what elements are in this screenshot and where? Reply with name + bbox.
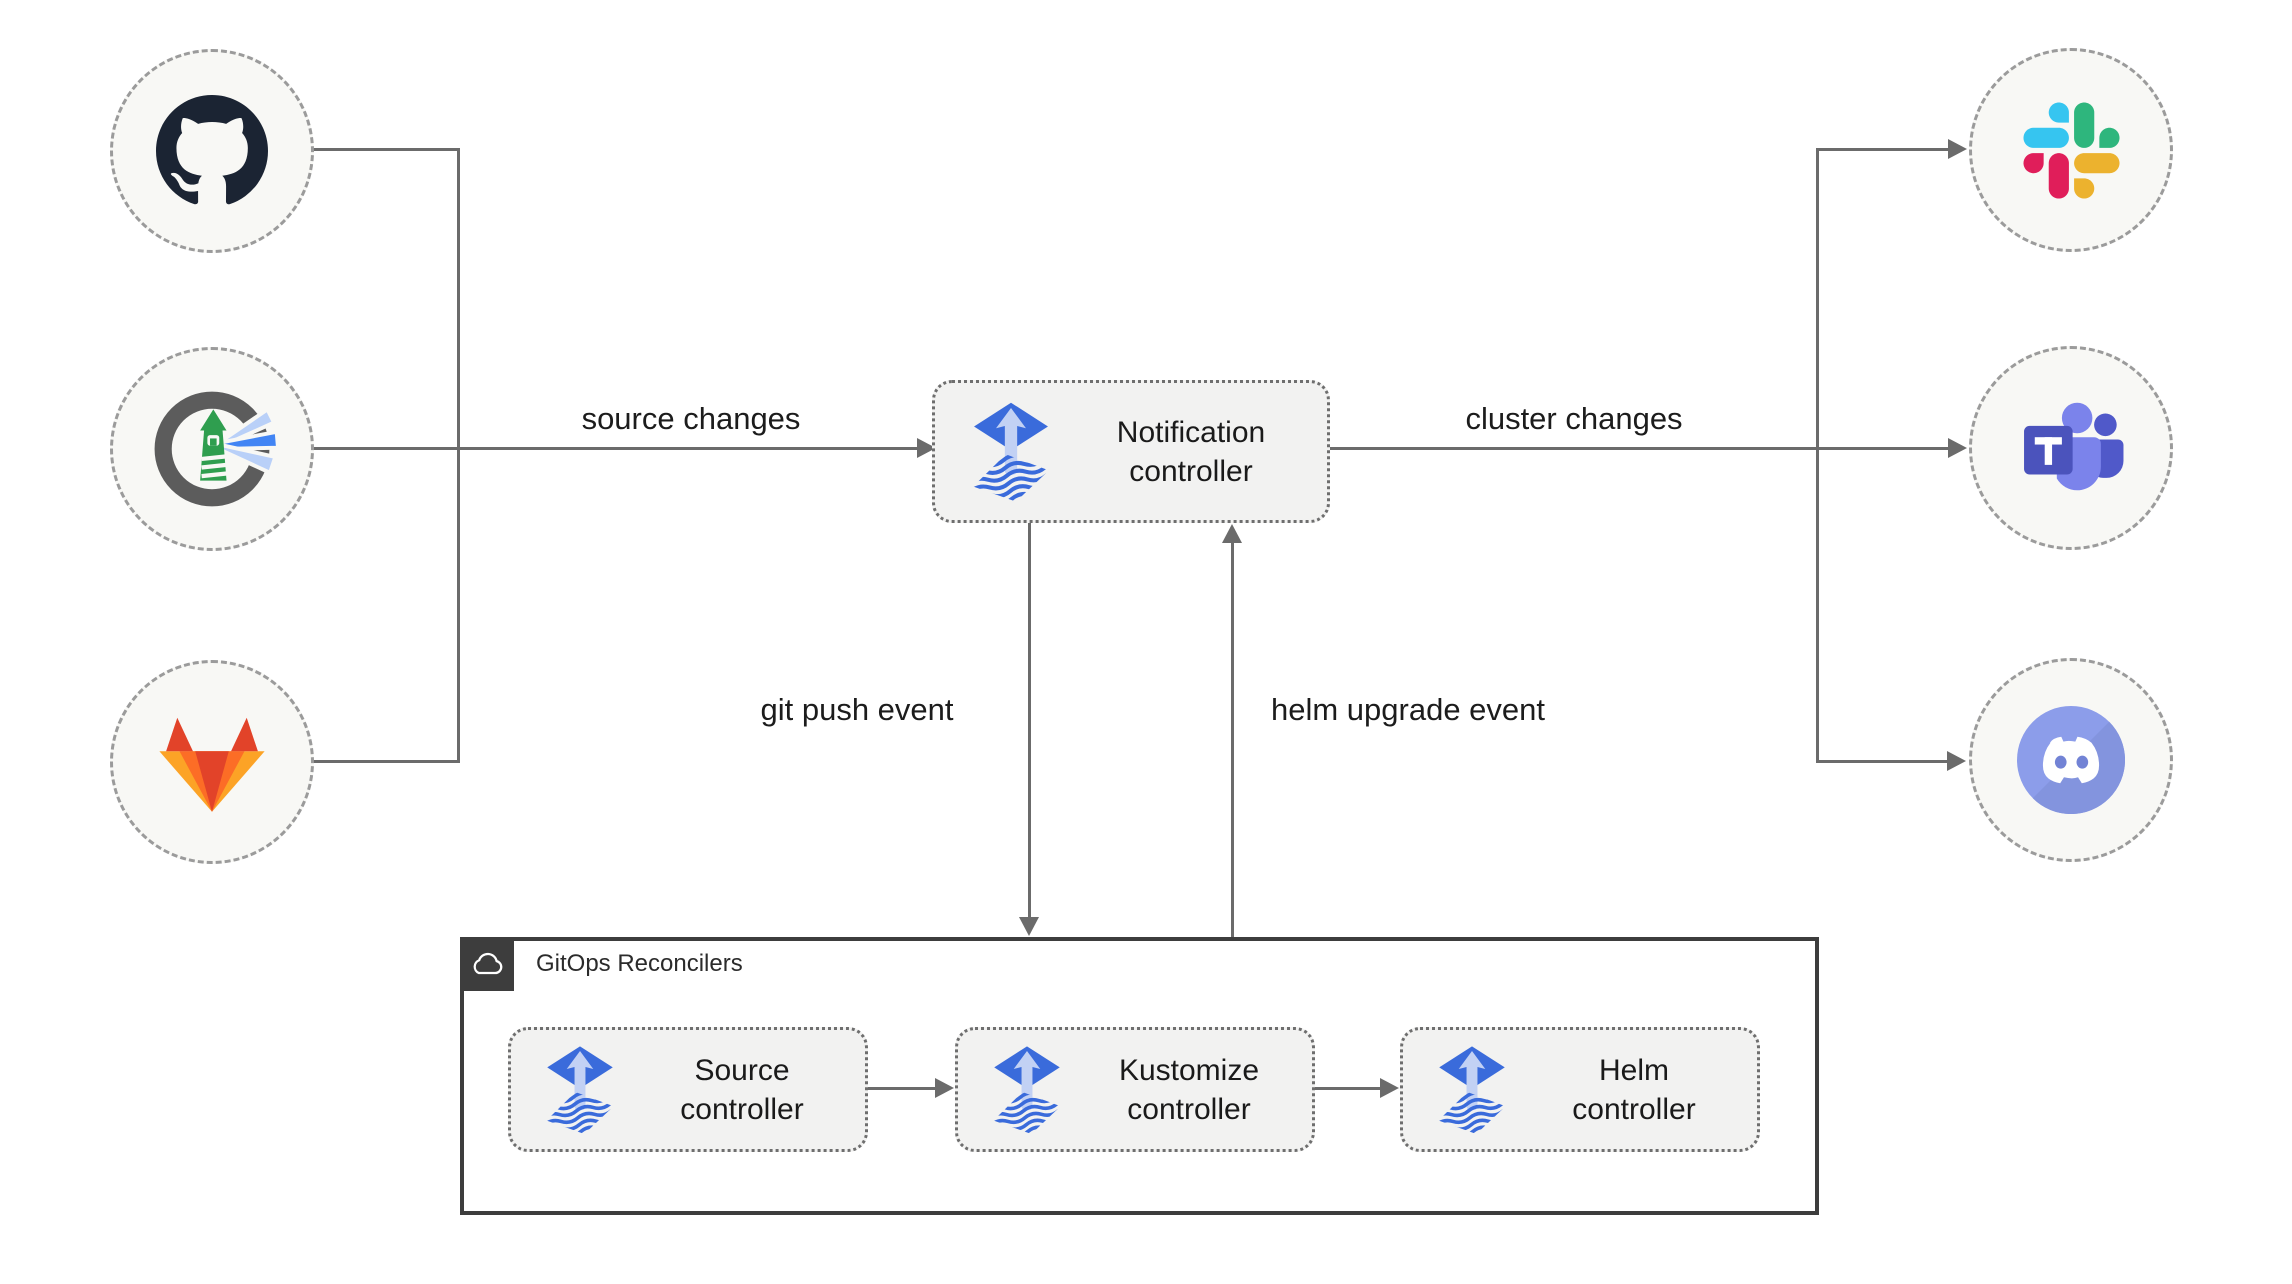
arrowhead-into-discord: [1947, 751, 1966, 771]
connector-kustomize-to-helm: [1315, 1087, 1382, 1090]
arrowhead-into-kustomize: [935, 1078, 954, 1098]
connector-git-push-down: [1028, 523, 1031, 919]
edge-label-helm-upgrade-event: helm upgrade event: [1270, 692, 1546, 727]
source-node-harbor: [110, 347, 314, 551]
connector-notification-to-trunk: [1329, 447, 1818, 450]
node-label: Helm controller: [1511, 1051, 1757, 1129]
arrowhead-into-notification-left: [917, 438, 936, 458]
node-label-line2: controller: [1129, 454, 1253, 488]
node-label-line2: controller: [680, 1092, 804, 1126]
target-node-teams: [1969, 346, 2173, 550]
github-icon: [156, 95, 268, 207]
node-label: Source controller: [619, 1051, 865, 1129]
connector-helm-upgrade-up: [1231, 543, 1234, 937]
node-label: Kustomize controller: [1066, 1051, 1312, 1129]
node-label-line2: controller: [1127, 1092, 1251, 1126]
teams-icon: [2015, 392, 2128, 505]
flux-icon: [967, 393, 1055, 511]
source-node-github: [110, 49, 314, 253]
node-label: Notification controller: [1055, 413, 1327, 491]
node-kustomize-controller: Kustomize controller: [955, 1027, 1315, 1152]
node-label-line2: controller: [1572, 1092, 1696, 1126]
node-label-line1: Helm: [1598, 1053, 1669, 1087]
flux-icon: [1433, 1038, 1511, 1142]
edge-label-cluster-changes: cluster changes: [1465, 401, 1683, 436]
node-notification-controller: Notification controller: [932, 380, 1330, 523]
connector-source-to-kustomize: [868, 1087, 937, 1090]
container-badge: [460, 937, 514, 991]
arrowhead-into-gitops-box: [1019, 917, 1039, 936]
node-source-controller: Source controller: [508, 1027, 868, 1152]
discord-icon: [2017, 706, 2125, 814]
connector-gitlab-to-trunk: [313, 760, 459, 763]
connector-left-trunk: [457, 148, 460, 763]
slack-icon: [2023, 102, 2120, 199]
connector-sources-to-notification: [314, 447, 919, 450]
node-label-line1: Kustomize: [1118, 1053, 1260, 1087]
node-label-line1: Notification: [1116, 415, 1266, 449]
arrowhead-into-helm: [1380, 1078, 1399, 1098]
connector-trunk-to-discord: [1816, 760, 1949, 763]
connector-github-to-trunk: [313, 148, 459, 151]
arrowhead-into-slack: [1948, 139, 1967, 159]
cloud-icon: [469, 951, 505, 977]
connector-trunk-to-slack: [1816, 148, 1950, 151]
source-node-gitlab: [110, 660, 314, 864]
flux-icon: [988, 1038, 1066, 1142]
gitops-reconcilers-container: GitOps Reconcilers Source controller Kus…: [460, 937, 1819, 1215]
edge-label-git-push-event: git push event: [760, 692, 954, 727]
connector-trunk-to-teams: [1818, 447, 1950, 450]
flux-icon: [541, 1038, 619, 1142]
edge-label-source-changes: source changes: [581, 401, 801, 436]
harbor-icon: [146, 383, 278, 515]
gitlab-icon: [156, 711, 268, 814]
node-helm-controller: Helm controller: [1400, 1027, 1760, 1152]
arrowhead-into-teams: [1948, 438, 1967, 458]
node-label-line1: Source: [694, 1053, 790, 1087]
connector-right-trunk: [1816, 148, 1819, 763]
arrowhead-into-notification-bottom: [1222, 524, 1242, 543]
target-node-slack: [1969, 48, 2173, 252]
container-title: GitOps Reconcilers: [536, 950, 743, 977]
target-node-discord: [1969, 658, 2173, 862]
